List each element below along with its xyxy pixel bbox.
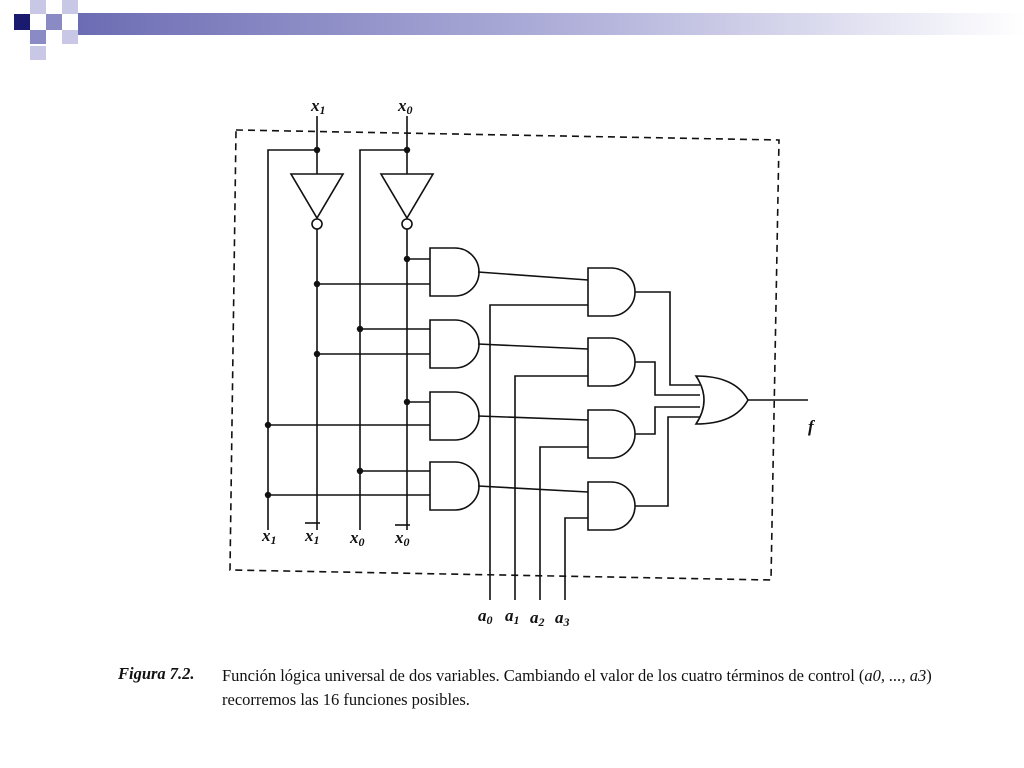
control-label-a3: a3: [555, 608, 570, 629]
corner-square: [30, 30, 46, 44]
and-gate-7: [587, 409, 636, 459]
caption-text: Función lógica universal de dos variable…: [222, 666, 932, 709]
or-gate: [694, 375, 749, 425]
slide-decoration: [14, 0, 1024, 60]
control-a1-line: [514, 375, 588, 600]
and-gate-1: [429, 247, 480, 297]
control-label-a2: a2: [530, 608, 545, 629]
bus-label-x0: x0: [349, 528, 365, 549]
and-gate-5: [587, 267, 636, 317]
corner-square: [30, 0, 46, 14]
logic-circuit-diagram: x1 x0 x1 x1 x0 x0 f a0 a1 a2 a3: [229, 96, 816, 629]
control-a0-line: [489, 304, 588, 600]
control-label-a0: a0: [478, 606, 493, 627]
and-gate-3: [429, 391, 480, 441]
input-label-x1: x1: [310, 96, 326, 117]
header-bar: [78, 13, 1024, 35]
caption-label: Figura 7.2.: [118, 664, 195, 683]
dashed-enclosure: [229, 129, 780, 581]
bus-label-x0-bar: x0: [394, 528, 410, 549]
control-a2-line: [539, 446, 588, 600]
bus-label-x1-bar: x1: [304, 526, 320, 547]
and-gate-4: [429, 461, 480, 511]
x0-bus-branch: [359, 149, 407, 530]
inverter-x1: [289, 173, 345, 230]
inverter-x0: [379, 173, 435, 230]
corner-square: [14, 14, 30, 30]
and-gate-8: [587, 481, 636, 531]
corner-square: [62, 0, 78, 14]
and-gate-6: [587, 337, 636, 387]
input-label-x0: x0: [397, 96, 413, 117]
bus-label-x1: x1: [261, 526, 277, 547]
corner-square: [30, 46, 46, 60]
control-label-a1: a1: [505, 606, 520, 627]
x1-bus-branch: [267, 149, 317, 530]
corner-square: [62, 30, 78, 44]
and-gate-2: [429, 319, 480, 369]
corner-square: [46, 14, 62, 30]
control-a3-line: [564, 517, 588, 600]
output-label-f: f: [808, 417, 816, 436]
